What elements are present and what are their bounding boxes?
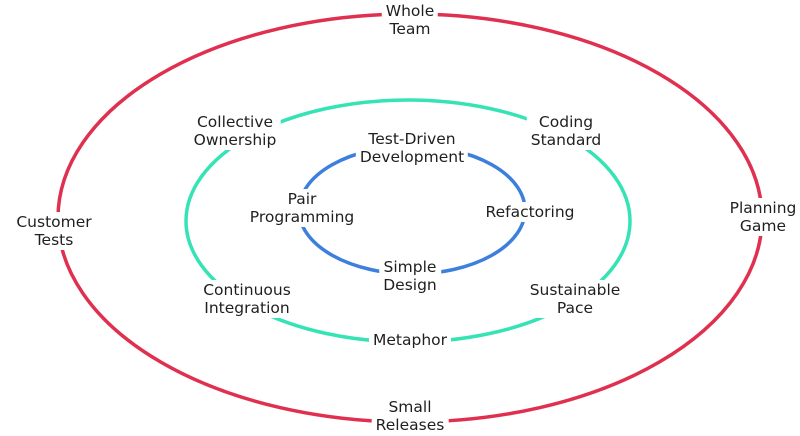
practice-label-line: Design (383, 276, 437, 294)
practice-label-line: Metaphor (372, 331, 448, 349)
practice-label-line: Team (389, 20, 431, 38)
practice-test-driven-development: Test-Driven Development (355, 129, 469, 167)
practice-label-line: Small (388, 398, 432, 416)
practice-metaphor: Metaphor (368, 330, 452, 350)
practice-small-releases: Small Releases (371, 397, 449, 435)
practice-label-line: Planning (729, 199, 797, 217)
practice-label-line: Game (739, 217, 787, 235)
practice-customer-tests: Customer Tests (12, 212, 96, 250)
practice-label-line: Releases (375, 416, 445, 434)
practice-continuous-integration: Continuous Integration (199, 280, 295, 318)
practice-whole-team: Whole Team (381, 1, 439, 39)
practice-label-line: Standard (530, 131, 602, 149)
outer-ring (56, 12, 764, 424)
practice-simple-design: Simple Design (379, 257, 441, 295)
practice-label-line: Programming (249, 208, 355, 226)
practice-pair-programming: Pair Programming (245, 189, 359, 227)
practice-refactoring: Refactoring (481, 202, 579, 222)
practice-collective-ownership: Collective Ownership (189, 112, 281, 150)
practice-sustainable-pace: Sustainable Pace (525, 280, 625, 318)
practice-label-line: Tests (34, 231, 74, 249)
practice-label-line: Test-Driven (368, 130, 456, 148)
practice-label-line: Simple (383, 258, 437, 276)
practice-planning-game: Planning Game (725, 198, 800, 236)
practice-label-line: Customer (16, 213, 92, 231)
practice-label-line: Integration (204, 299, 290, 317)
practice-label-line: Continuous (203, 281, 291, 299)
practice-coding-standard: Coding Standard (526, 112, 606, 150)
practice-label-line: Refactoring (485, 203, 575, 221)
practice-label-line: Sustainable (529, 281, 621, 299)
practice-label-line: Collective (196, 113, 274, 131)
practice-label-line: Coding (538, 113, 594, 131)
practice-label-line: Development (359, 148, 465, 166)
practice-label-line: Pace (556, 299, 594, 317)
practice-label-line: Pair (287, 190, 317, 208)
practice-label-line: Whole (385, 2, 435, 20)
practice-label-line: Ownership (193, 131, 277, 149)
